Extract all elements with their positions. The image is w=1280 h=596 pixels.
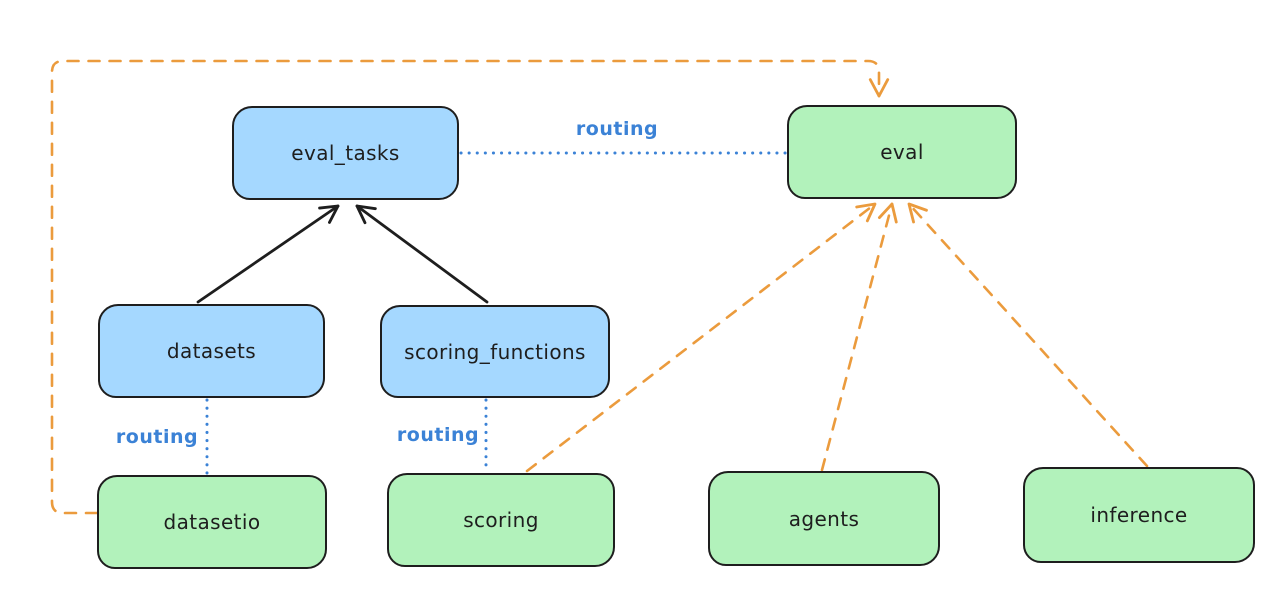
node-eval-label: eval (880, 140, 924, 164)
edge-agents-to-eval (820, 202, 898, 472)
node-datasets-label: datasets (166, 339, 257, 363)
edge-label-routing-scoring-functions-scoring: routing (396, 424, 480, 446)
edge-datasets-to-eval-tasks (196, 204, 340, 304)
edge-scoring-to-eval (525, 202, 877, 473)
edge-inference-to-eval (907, 202, 1149, 468)
edge-label-routing-eval-tasks-eval: routing (575, 118, 659, 140)
node-scoring-functions-label: scoring_functions (404, 339, 586, 364)
edge-label-routing-datasets-datasetio: routing (115, 426, 199, 448)
node-scoring: scoring (387, 473, 615, 567)
node-agents-label: agents (788, 506, 860, 531)
node-inference-label: inference (1090, 503, 1188, 527)
node-datasetio-label: datasetio (163, 510, 261, 534)
edge-scoring-functions-to-eval-tasks (355, 204, 489, 304)
node-agents: agents (708, 471, 940, 566)
node-eval-tasks-label: eval_tasks (291, 141, 400, 165)
node-inference: inference (1023, 467, 1255, 563)
node-scoring-functions: scoring_functions (380, 305, 610, 398)
edge-datasetio-to-eval (50, 59, 890, 515)
node-datasetio: datasetio (97, 475, 327, 569)
node-datasets: datasets (98, 304, 325, 398)
node-scoring-label: scoring (463, 508, 539, 532)
node-eval-tasks: eval_tasks (232, 106, 459, 200)
node-eval: eval (787, 105, 1017, 199)
